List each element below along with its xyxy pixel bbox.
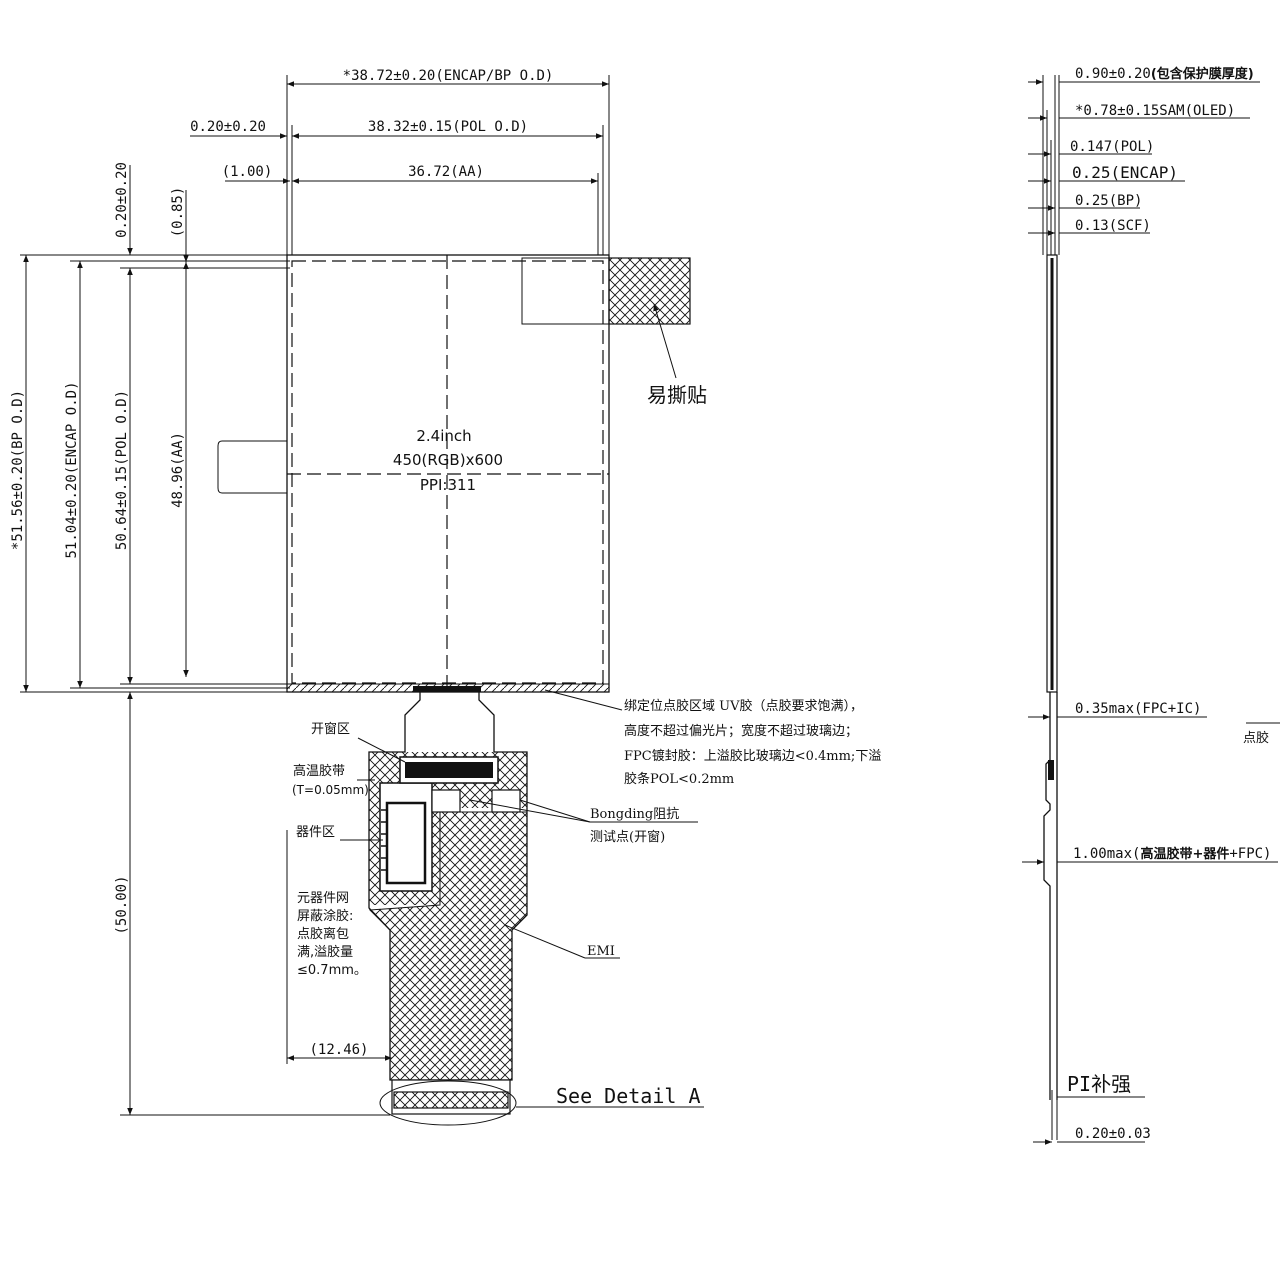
- fpc-gold-fingers: [393, 1091, 509, 1109]
- emi-label: EMI: [587, 944, 615, 959]
- panel-front-view: 2.4inch 450(RGB)x600 PPI:311 易撕贴: [217, 254, 707, 693]
- detail-a-circle: [379, 1080, 517, 1126]
- left-dimensions: *51.56±0.20(BP O.D) 51.04±0.20(ENCAP O.D…: [10, 162, 392, 1116]
- dim-aa-top-offset: (0.85): [170, 187, 186, 238]
- dim-total-length: (50.00): [114, 875, 130, 934]
- easy-tear-label: 易撕贴: [647, 383, 707, 407]
- shield-note-2: 屏蔽涂胶:: [297, 908, 353, 924]
- side-sam-oled: *0.78±0.15SAM(OLED): [1075, 103, 1235, 119]
- glue-note-1: 绑定位点胶区域 UV胶（点胶要求饱满），: [624, 698, 863, 714]
- dim-aa-height: 48.96(AA): [170, 432, 186, 508]
- side-pi-thickness: 0.20±0.03: [1075, 1126, 1151, 1142]
- dim-left-offset: 0.20±0.20: [190, 119, 266, 135]
- callouts: 绑定位点胶区域 UV胶（点胶要求饱满）， 高度不超过偏光片；宽度不超过玻璃边； …: [292, 689, 881, 1108]
- shield-note-3: 点胶离包: [297, 926, 349, 942]
- dim-encap-od: 51.04±0.20(ENCAP O.D): [64, 381, 80, 558]
- shield-note-1: 元器件网: [297, 891, 349, 906]
- tape-thickness-label: (T=0.05mm): [292, 783, 369, 797]
- side-pol: 0.147(POL): [1070, 139, 1154, 155]
- dim-bp-od: *51.56±0.20(BP O.D): [10, 390, 26, 550]
- panel-ppi: PPI:311: [420, 476, 476, 494]
- window-area-label: 开窗区: [311, 721, 350, 737]
- side-view: 0.90±0.20(包含保护膜厚度) *0.78±0.15SAM(OLED) 0…: [1022, 66, 1280, 1145]
- side-glue-label: 点胶: [1243, 730, 1269, 746]
- dim-top-offset: 0.20±0.20: [114, 162, 130, 238]
- side-fpc-ic: 0.35max(FPC+IC): [1075, 701, 1201, 717]
- glue-note-3: FPC镀封胶：上溢胶比玻璃边<0.4mm;下溢: [624, 748, 881, 764]
- bonding-label-1: Bongding阻抗: [590, 807, 679, 822]
- high-temp-tape-label: 高温胶带: [293, 763, 345, 779]
- bonding-window: [405, 762, 493, 778]
- dim-aa-width: 36.72(AA): [408, 164, 484, 180]
- see-detail-a-label: See Detail A: [556, 1084, 701, 1108]
- panel-size: 2.4inch: [416, 427, 471, 445]
- side-tape-component: 1.00max(高温胶带+器件+FPC): [1073, 846, 1272, 862]
- dim-pol-height: 50.64±0.15(POL O.D): [114, 390, 130, 550]
- component-area-label: 器件区: [296, 825, 335, 840]
- side-scf: 0.13(SCF): [1075, 218, 1151, 234]
- shield-note-5: ≤0.7mm。: [297, 963, 367, 978]
- component-area: [385, 801, 427, 885]
- panel-resolution: 450(RGB)x600: [393, 451, 503, 469]
- glue-note-4: 胶条POL<0.2mm: [624, 771, 734, 787]
- dim-fpc-offset: (12.46): [309, 1042, 368, 1058]
- dim-encap-bp-od: *38.72±0.20(ENCAP/BP O.D): [343, 68, 554, 84]
- fpc-assembly: [368, 692, 528, 1126]
- shield-note-4: 满,溢胶量: [297, 944, 353, 960]
- bonding-label-2: 测试点(开窗): [590, 829, 665, 845]
- dim-pol-od: 38.32±0.15(POL O.D): [368, 119, 528, 135]
- side-pi-stiffener: PI补强: [1067, 1072, 1131, 1096]
- easy-tear-tab: [608, 257, 691, 325]
- glue-note-2: 高度不超过偏光片；宽度不超过玻璃边；: [624, 723, 858, 739]
- side-total-thickness: 0.90±0.20(包含保护膜厚度): [1075, 66, 1254, 82]
- side-encap: 0.25(ENCAP): [1072, 163, 1178, 182]
- top-dimensions: *38.72±0.20(ENCAP/BP O.D) 38.32±0.15(POL…: [190, 68, 610, 255]
- side-bp: 0.25(BP): [1075, 193, 1142, 209]
- dim-aa-offset: (1.00): [222, 164, 273, 180]
